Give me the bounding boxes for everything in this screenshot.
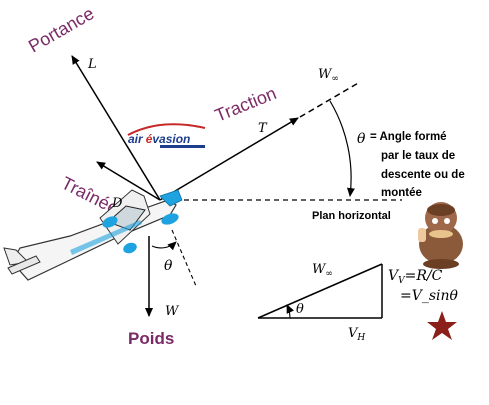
velocity-triangle bbox=[257, 263, 383, 319]
airplane-tailplane bbox=[7, 255, 41, 275]
airplane bbox=[3, 189, 183, 281]
logo-underline bbox=[160, 145, 205, 148]
weight-symbol: W bbox=[165, 304, 180, 319]
triangle-hypotenuse bbox=[257, 263, 383, 319]
theta-plane-symbol: θ bbox=[164, 258, 173, 274]
plan-horizontal-label: Plan horizontal bbox=[312, 210, 391, 222]
mascot-goggles bbox=[427, 204, 455, 216]
drag-symbol: D bbox=[111, 196, 123, 211]
annotation-line-4: montée bbox=[381, 187, 422, 199]
thrust-vector bbox=[159, 117, 299, 201]
v-h-symbol: VH bbox=[348, 326, 365, 343]
pilot-mascot bbox=[418, 202, 463, 269]
nose-cowl bbox=[159, 189, 183, 207]
portance-label: Portance bbox=[25, 3, 97, 56]
thrust-symbol: T bbox=[258, 121, 268, 136]
lift-symbol: L bbox=[87, 57, 97, 72]
theta-triangle-symbol: θ bbox=[296, 302, 304, 317]
wheel-pant-left bbox=[102, 216, 118, 228]
mascot-feet bbox=[423, 259, 459, 269]
logo-swoosh bbox=[127, 123, 206, 136]
theta-arc-plane bbox=[151, 241, 177, 251]
star-icon bbox=[427, 311, 457, 340]
w-inf-triangle-symbol: W∞ bbox=[312, 262, 333, 279]
mascot-eye-left bbox=[432, 218, 438, 224]
drag-vector bbox=[96, 161, 161, 201]
theta-arc-top bbox=[329, 100, 355, 197]
mascot-thumb bbox=[418, 228, 426, 242]
traction-label: Traction bbox=[212, 83, 279, 126]
v-sin-symbol: =V_sinθ bbox=[400, 288, 459, 304]
annotation-line-2: par le taux de bbox=[381, 150, 455, 162]
theta-arc-triangle bbox=[286, 304, 295, 319]
plane-dashed-normal bbox=[171, 229, 197, 287]
wheel-pant-nose bbox=[161, 213, 179, 225]
lift-vector bbox=[71, 55, 161, 201]
airplane-cockpit bbox=[107, 205, 146, 231]
angle-annotation: = Angle formé par le taux de descente ou… bbox=[370, 131, 465, 199]
w-inf-top-symbol: W∞ bbox=[318, 67, 339, 84]
poids-label: Poids bbox=[128, 329, 174, 348]
thrust-extension bbox=[299, 81, 361, 118]
v-v-symbol: VV=R/C bbox=[388, 268, 443, 286]
theta-top-symbol: θ bbox=[357, 131, 366, 147]
mascot-scarf bbox=[429, 230, 453, 238]
stripe bbox=[70, 220, 142, 255]
wheel-pant-right bbox=[123, 242, 137, 254]
mascot-eye-right bbox=[444, 218, 450, 224]
annotation-line-3: descente ou de bbox=[381, 169, 465, 181]
annotation-line-1: = Angle formé bbox=[370, 131, 447, 143]
